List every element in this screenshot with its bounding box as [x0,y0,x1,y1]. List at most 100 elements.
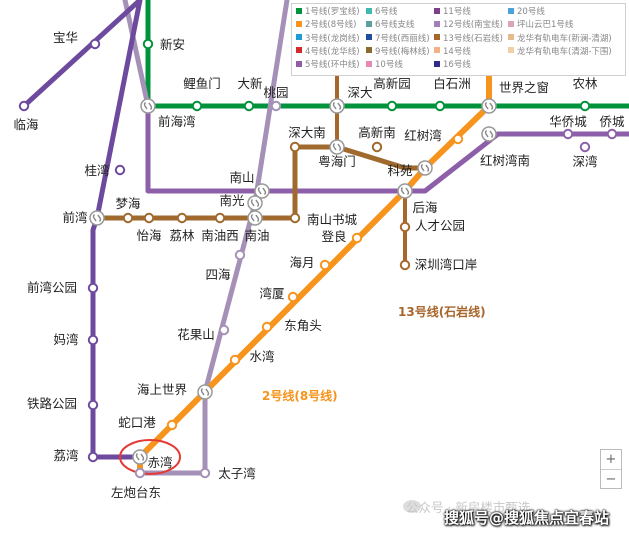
interchange-icon-shenda[interactable] [329,98,345,114]
legend-swatch-icon [366,34,372,41]
station-label-sihai: 四海 [205,267,231,282]
legend-item: 20号线 [508,7,545,17]
station-dot-mawan[interactable] [87,334,99,346]
station-dot-rencaigongyuan[interactable] [399,221,411,233]
station-label-shuiwan: 水湾 [249,349,274,364]
legend-label: 1号线(罗宝线) [305,7,360,17]
station-dot-gaoxinnan[interactable] [371,141,383,153]
station-dot-shenzhenwankouan[interactable] [399,259,411,271]
line13-label: 13号线(石岩线) [398,304,486,319]
legend-item: 5号线(环中线) [296,60,360,70]
legend-label: 20号线 [517,7,545,17]
legend-item: 11号线 [434,7,471,17]
station-dot-zuopaotaidong[interactable] [134,467,146,479]
station-dot-gaoxinyuan[interactable] [386,100,398,112]
legend-label: 4号线(龙华线) [305,46,360,57]
interchange-icon-nanyou[interactable] [247,210,263,226]
station-label-liwan: 荔湾 [53,448,78,463]
station-dot-lilin[interactable] [176,212,188,224]
legend-label: 16号线 [443,60,471,71]
station-dot-baishizhou[interactable] [434,100,446,112]
station-dot-baohua[interactable] [89,38,101,50]
interchange-icon-chiwan[interactable] [132,449,148,465]
legend-label: 坪山云巴1号线 [517,20,574,31]
station-dot-qiaocheng[interactable] [606,128,618,140]
interchange-icon-qianhaiwan[interactable] [140,98,156,114]
interchange-icon-nanguang[interactable] [247,195,263,211]
legend-swatch-icon [434,20,440,27]
station-label-keyuan: 科苑 [387,163,413,178]
interchange-icon-houhai[interactable] [397,183,413,199]
station-dot-mengha[interactable] [122,212,134,224]
station-dot-shuiwan[interactable] [229,354,241,366]
legend-swatch-icon [434,7,440,14]
station-dot-nanyouxi[interactable] [214,212,226,224]
station-dot-linhai[interactable] [18,100,30,112]
station-dot-haiyue[interactable] [319,259,331,271]
station-dot-dongjiaotou[interactable] [261,321,273,333]
station-label-huaqiaocheng: 华侨城 [549,114,587,129]
station-dot-nonglin[interactable] [579,100,591,112]
station-dot-taoyuan[interactable] [270,100,282,112]
station-label-hongshuwannan: 红树湾南 [480,153,530,168]
station-dot-nanshanshucheng[interactable] [289,212,301,224]
station-label-gaoxinnan: 高新南 [358,125,396,140]
station-dot-shendanan[interactable] [289,141,301,153]
station-label-qiaocheng: 侨城 [599,114,625,129]
station-dot-qianwangongyuan[interactable] [87,282,99,294]
zoom-control[interactable]: + − [600,449,622,489]
legend-item: 6号线支线 [366,20,414,30]
station-dot-huaguoshan[interactable] [218,324,230,336]
station-dot-hongshuwan[interactable] [452,133,464,145]
station-label-baohua: 宝华 [53,30,78,45]
station-dot-xinan[interactable] [142,38,154,50]
legend-label: 6号线 [375,7,398,17]
station-label-dongjiaotou: 东角头 [284,318,322,333]
station-dot-huaqiaocheng[interactable] [562,128,574,140]
interchange-icon-shijiezhichuang[interactable] [481,98,497,114]
station-dot-sihai[interactable] [234,249,246,261]
station-label-rencaigongyuan: 人才公园 [415,218,465,233]
station-dot-tielugongyuan[interactable] [87,399,99,411]
station-dot-shenwan[interactable] [579,141,591,153]
legend-swatch-icon [296,47,302,54]
interchange-icon-yuehaimen[interactable] [329,139,345,155]
legend-item: 13号线(石岩线) [434,34,503,44]
interchange-icon-haishangshijie[interactable] [197,384,213,400]
legend-label: 6号线支线 [375,20,415,31]
station-label-yuehaimen: 粤海门 [318,154,356,169]
interchange-icon-hongshuwannan[interactable] [481,126,497,142]
zoom-out-button[interactable]: − [605,472,617,487]
legend-item: 10号线 [366,60,403,70]
legend-label: 5号线(环中线) [305,60,360,71]
station-dot-guiwan[interactable] [114,164,126,176]
station-label-zuopaotaidong: 左炮台东 [111,485,161,500]
legend-item: 12号线(南宝线) [434,20,503,30]
interchange-icon-keyuan[interactable] [417,160,433,176]
station-dot-dengliang[interactable] [351,232,363,244]
station-dot-daxin[interactable] [243,100,255,112]
station-dot-liwan[interactable] [87,451,99,463]
interchange-icon-nanshan[interactable] [254,183,270,199]
station-dot-shekougang[interactable] [166,419,178,431]
station-label-haiyue: 海月 [289,255,314,270]
legend-label: 11号线 [443,7,471,17]
station-dot-liyumen[interactable] [191,100,203,112]
legend-label: 9号线(梅林线) [375,46,430,57]
station-dot-wanxia[interactable] [287,291,299,303]
station-label-qianwan: 前湾 [62,210,87,225]
station-dot-taiziwan[interactable] [199,467,211,479]
legend-swatch-icon [296,7,302,14]
interchange-icon-qianwan[interactable] [89,210,105,226]
legend-label: 14号线 [443,46,471,57]
station-label-nanshan: 南山 [229,170,254,185]
legend-item: 6号线 [366,7,397,17]
legend-item: 龙华有轨电车(清湖-下围) [508,47,612,57]
station-dot-yihai[interactable] [143,212,155,224]
legend-item: 1号线(罗宝线) [296,7,360,17]
legend-swatch-icon [434,34,440,41]
legend-swatch-icon [296,34,302,41]
zoom-in-button[interactable]: + [601,450,621,470]
legend-label: 13号线(石岩线) [443,33,503,44]
